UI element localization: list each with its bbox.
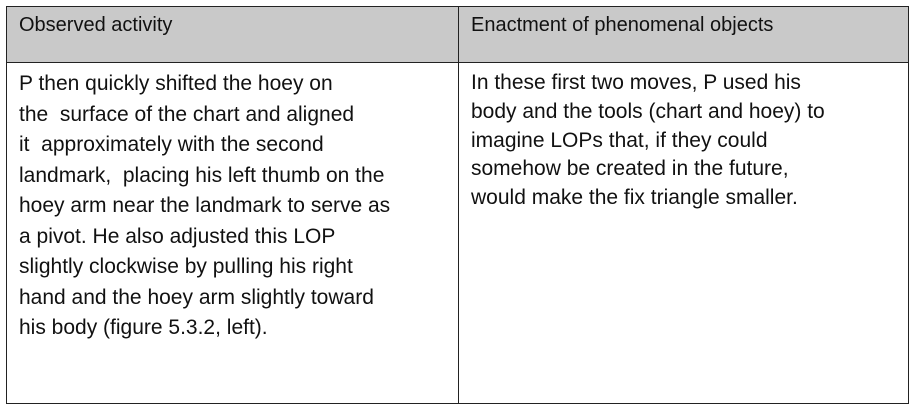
observed-activity-line: it approximately with the second — [19, 133, 324, 156]
observed-activity-line: slightly clockwise by pulling his right — [19, 255, 353, 278]
header-enactment: Enactment of phenomenal objects — [459, 7, 908, 63]
observed-activity-line: hoey arm near the landmark to serve as — [19, 194, 391, 217]
enactment-cell: In these first two moves, P used his bod… — [459, 63, 908, 403]
activity-table: Observed activity Enactment of phenomena… — [6, 6, 909, 404]
enactment-line: would make the fix triangle smaller. — [471, 186, 798, 210]
header-observed-activity: Observed activity — [7, 7, 459, 63]
enactment-line: body and the tools (chart and hoey) to — [471, 99, 825, 123]
observed-activity-line: the surface of the chart and aligned — [19, 102, 355, 126]
observed-activity-line: hand and the hoey arm slightly toward — [19, 285, 374, 309]
observed-activity-cell: P then quickly shifted the hoey on the s… — [7, 63, 459, 403]
observed-activity-line: P then quickly shifted the hoey on — [19, 72, 333, 95]
observed-activity-line: a pivot. He also adjusted this LOP — [19, 224, 336, 248]
enactment-line: imagine LOPs that, if they could — [471, 128, 768, 152]
observed-activity-line: his body (figure 5.3.2, left). — [19, 316, 268, 339]
enactment-line: In these first two moves, P used his — [471, 71, 801, 94]
observed-activity-line: landmark, placing his left thumb on the — [19, 163, 385, 187]
enactment-line: somehow be created in the future, — [471, 157, 789, 181]
